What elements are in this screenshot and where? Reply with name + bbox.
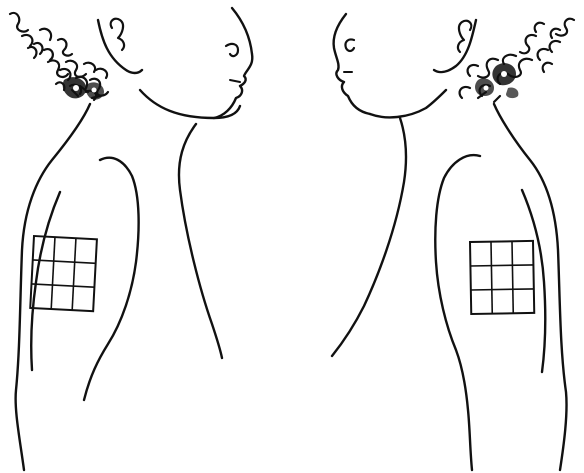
figure-left-head-outline <box>98 20 142 73</box>
figure-right-head-outline <box>434 20 476 72</box>
figure-left-arm-outline <box>84 158 139 400</box>
injection-grid-row-line <box>471 289 534 290</box>
figure-right-torso-front <box>332 118 406 356</box>
figure-left-torso-front <box>179 124 222 358</box>
figure-left-injection-grid <box>30 236 97 311</box>
figure-left <box>10 8 252 470</box>
injection-grid-outline <box>30 236 97 311</box>
figure-right-eye <box>345 39 354 51</box>
figure-left-arm-back <box>31 192 60 370</box>
injection-grid-col-line <box>512 241 513 313</box>
figure-right-back <box>494 104 567 470</box>
figure-right-injection-grid <box>470 241 534 314</box>
figure-right-arm-outline <box>435 155 480 470</box>
figure-left-face-profile <box>214 8 252 118</box>
injection-grid-row-line <box>31 284 94 287</box>
figure-left-eye <box>226 44 238 56</box>
figure-right <box>332 14 574 470</box>
figure-right-neck-front <box>370 90 446 117</box>
injection-grid-col-line <box>72 238 76 310</box>
injection-grid-row-line <box>470 265 533 266</box>
figure-left-mouth <box>230 80 240 82</box>
injection-grid-outline <box>470 241 534 314</box>
figure-right-face-profile <box>334 14 370 114</box>
injection-grid-col-line <box>51 237 55 309</box>
injection-grid-row-line <box>33 260 96 263</box>
figure-right-hair-dark <box>475 63 518 98</box>
injection-grid-col-line <box>491 242 492 314</box>
figure-left-ear <box>111 19 124 50</box>
